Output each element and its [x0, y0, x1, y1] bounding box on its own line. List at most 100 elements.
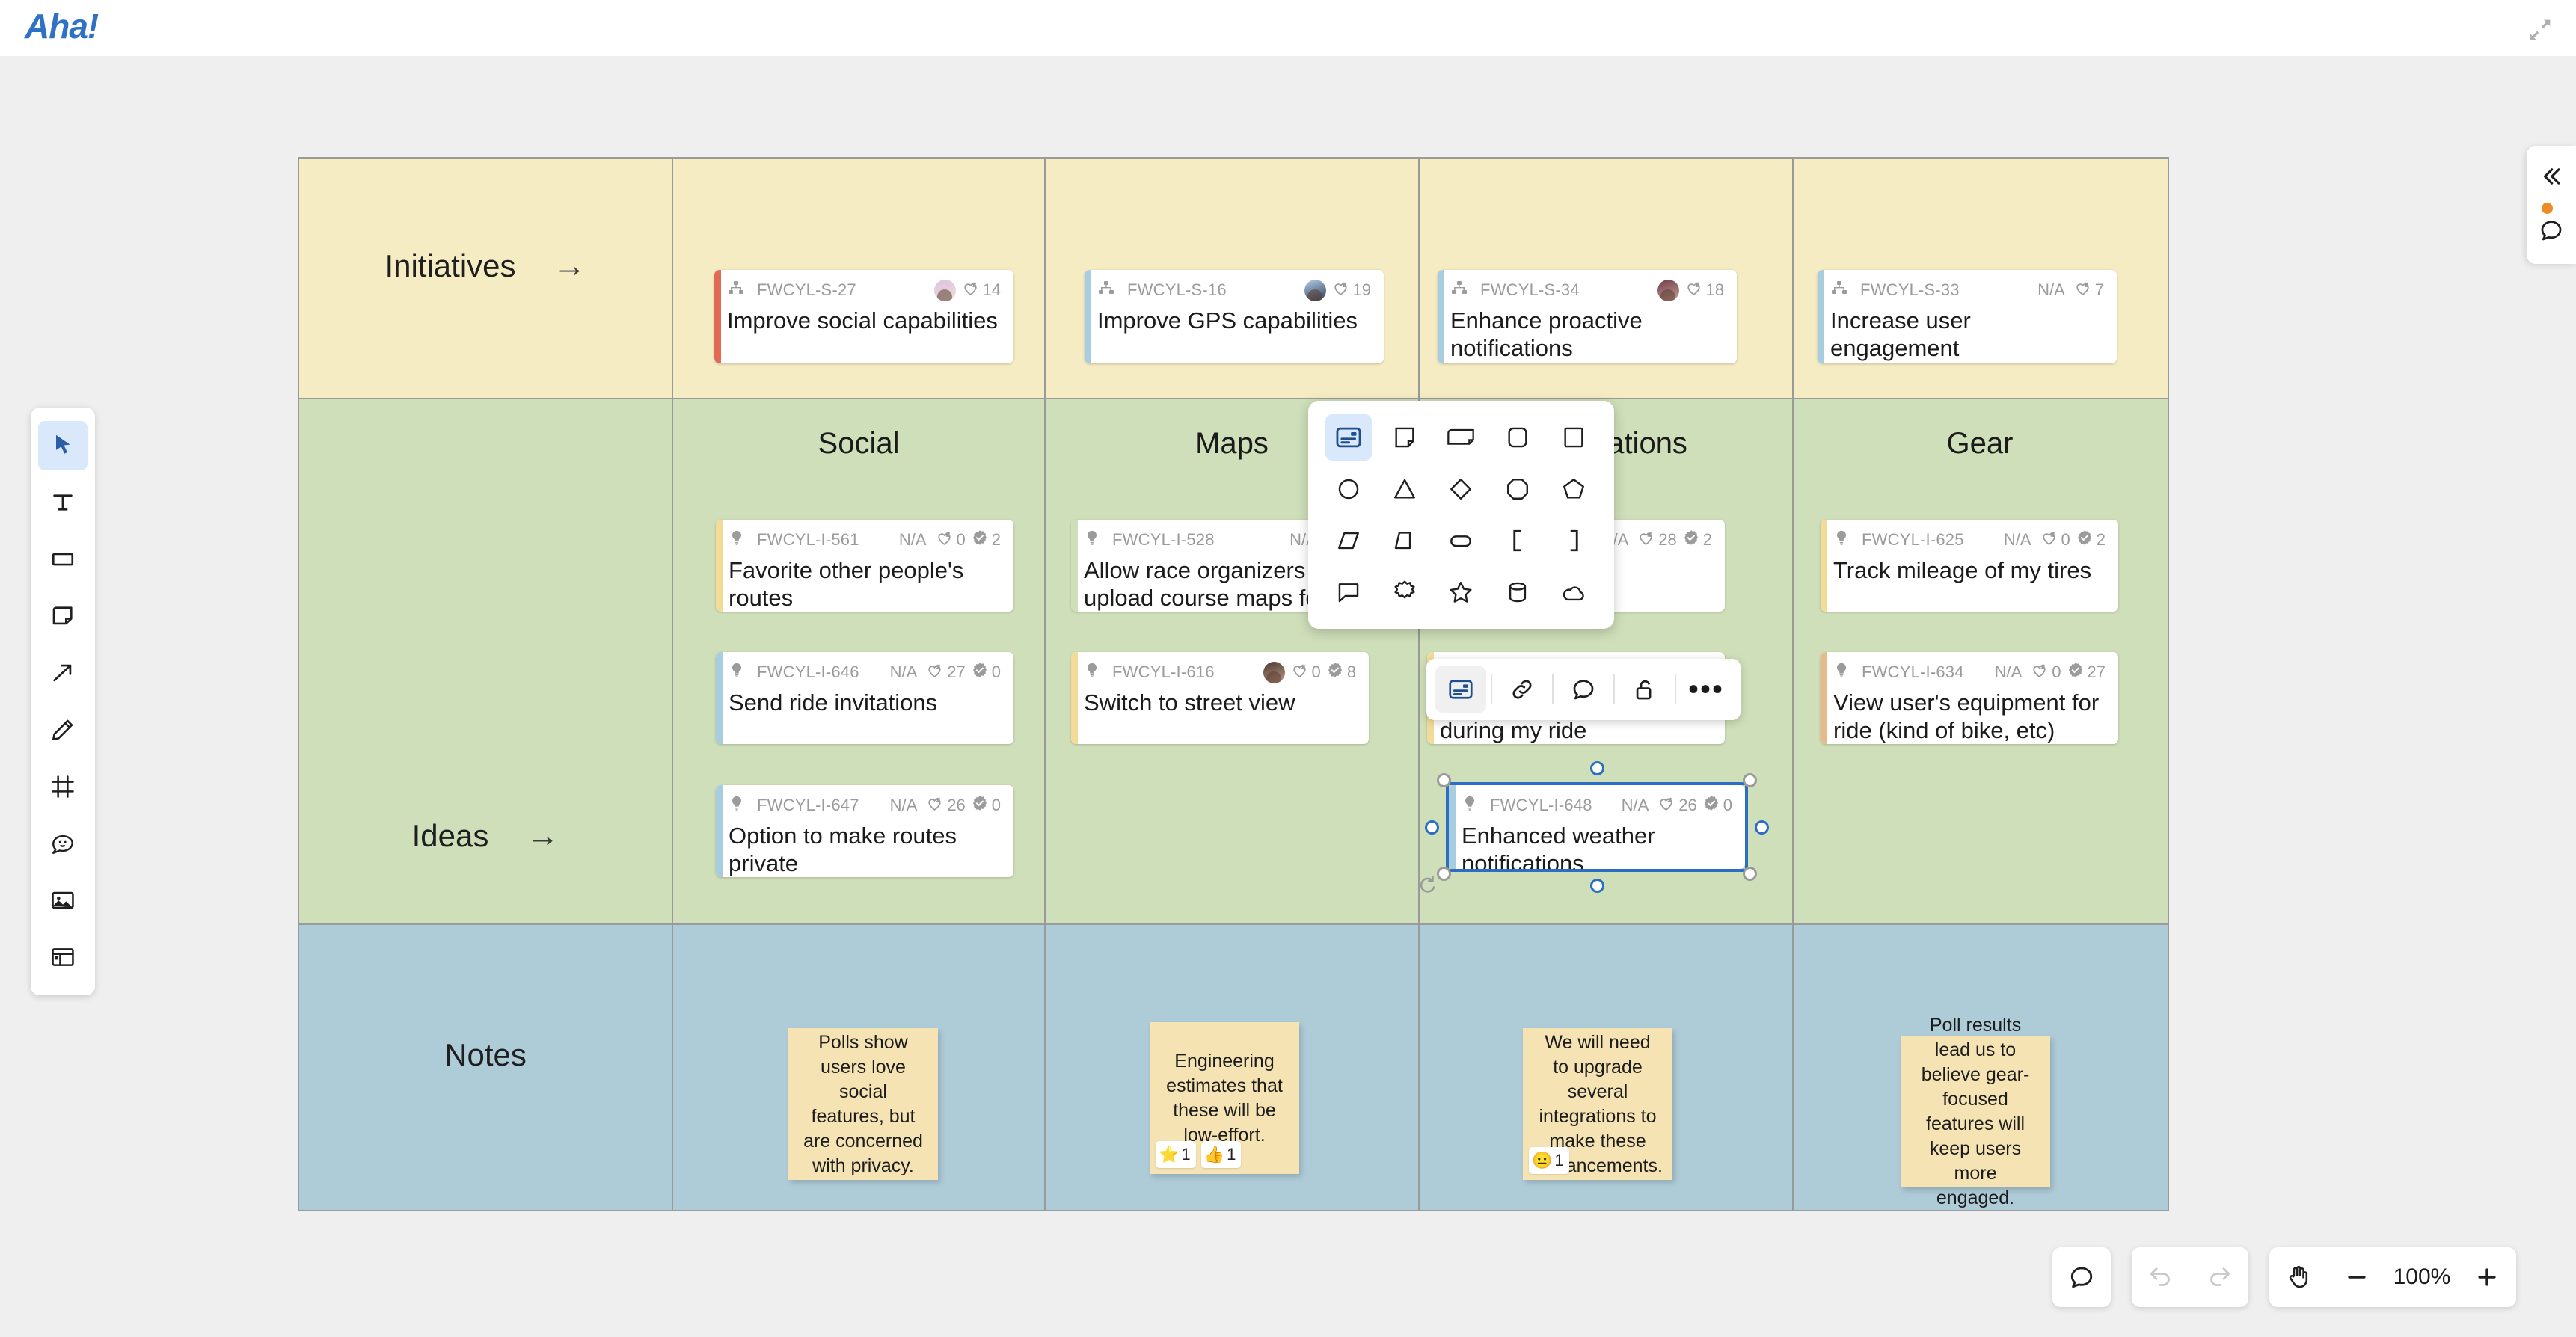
cell-initiatives-maps[interactable]	[1046, 159, 1420, 398]
top-bar: Aha!	[0, 0, 2576, 56]
reaction-badge[interactable]: 👍 1	[1200, 1141, 1242, 1168]
initiative-card[interactable]: FWCYL-S-16 19 Improve GPS capabilities	[1085, 270, 1384, 363]
initiative-card[interactable]: FWCYL-S-34 18 Enhance proactive notifica…	[1438, 270, 1737, 363]
trapezoid-icon[interactable]	[1381, 517, 1428, 564]
sticky-note[interactable]: Engineering estimates that these will be…	[1150, 1022, 1299, 1174]
score-heart-icon	[1684, 279, 1703, 302]
resize-handle-top-right[interactable]	[1743, 773, 1757, 787]
comments-button[interactable]	[2532, 203, 2571, 248]
ellipse-icon[interactable]	[1438, 517, 1484, 564]
score-heart-icon	[2030, 661, 2049, 684]
redo-button[interactable]	[2190, 1247, 2248, 1307]
right-panel[interactable]	[2527, 146, 2576, 264]
zoom-out-button[interactable]	[2328, 1247, 2386, 1307]
resize-handle-top-left[interactable]	[1437, 773, 1451, 787]
avatar[interactable]	[933, 279, 956, 301]
shape-tool[interactable]	[38, 535, 88, 584]
idea-card[interactable]: FWCYL-I-561 N/A 0 2 Favorite other peopl…	[716, 520, 1013, 612]
wide-note-icon[interactable]	[1438, 414, 1484, 461]
pan-button[interactable]	[2269, 1247, 2328, 1307]
speech-bubble-icon[interactable]	[1325, 569, 1372, 615]
link-button[interactable]	[1497, 666, 1548, 713]
card-meta: FWCYL-I-634 N/A 0 27	[1833, 661, 2106, 683]
initiative-card[interactable]: FWCYL-S-33 N/A 7 Increase user engagemen…	[1818, 270, 2117, 363]
cloud-icon[interactable]	[1551, 569, 1597, 615]
avatar[interactable]	[1657, 279, 1679, 301]
card-id: FWCYL-S-16	[1127, 280, 1227, 299]
connector-handle-top[interactable]	[1590, 761, 1604, 775]
rotate-handle[interactable]	[1416, 873, 1438, 896]
idea-card[interactable]: FWCYL-I-616 0 8 Switch to street view	[1071, 652, 1369, 744]
cell-initiatives-social[interactable]	[673, 159, 1046, 398]
lock-button[interactable]	[1619, 666, 1670, 713]
square-icon[interactable]	[1551, 414, 1597, 461]
column-header-social: Social	[818, 427, 900, 460]
collapse-arrows-icon[interactable]	[2525, 15, 2555, 45]
sticky-note[interactable]: Polls show users love social features, b…	[788, 1028, 938, 1180]
shape-picker-popup[interactable]	[1308, 401, 1614, 629]
card-icon[interactable]	[1325, 414, 1372, 461]
cell-initiatives-notifications[interactable]	[1420, 159, 1794, 398]
bracket-right-icon[interactable]	[1551, 517, 1597, 564]
idea-card[interactable]: FWCYL-I-648 N/A 26 0 Enhanced weather no…	[1449, 785, 1745, 869]
idea-card[interactable]: FWCYL-I-625 N/A 0 2 Track mileage of my …	[1821, 520, 2118, 612]
cell-notes-maps[interactable]	[1046, 925, 1420, 1210]
more-options-button[interactable]: •••	[1681, 666, 1732, 713]
context-toolbar[interactable]: •••	[1426, 659, 1741, 720]
comment-button[interactable]	[2052, 1247, 2111, 1307]
circle-icon[interactable]	[1325, 466, 1372, 512]
chevron-double-left-icon[interactable]	[2532, 159, 2571, 194]
draw-tool[interactable]	[38, 705, 88, 754]
image-tool[interactable]	[38, 876, 88, 925]
connector-handle-right[interactable]	[1755, 820, 1769, 835]
frame-tool[interactable]	[38, 762, 88, 811]
cell-notes-notifications[interactable]	[1420, 925, 1794, 1210]
card-meta: FWCYL-I-561 N/A 0 2	[729, 529, 1001, 551]
octagon-icon[interactable]	[1494, 466, 1541, 512]
star-icon[interactable]	[1438, 569, 1484, 615]
idea-card[interactable]: FWCYL-I-634 N/A 0 27 View user's equipme…	[1821, 652, 2118, 744]
aha-logo[interactable]: Aha!	[25, 7, 99, 46]
diamond-icon[interactable]	[1438, 466, 1484, 512]
whiteboard-canvas[interactable]: Initiatives → Ideas → Socia	[0, 56, 2576, 1337]
column-header-gear: Gear	[1946, 427, 2014, 460]
cell-ideas-gear[interactable]: Gear	[1794, 399, 2166, 923]
template-tool[interactable]	[38, 932, 88, 982]
shape-style-button[interactable]	[1435, 666, 1486, 713]
connector-tool[interactable]	[38, 648, 88, 698]
reaction-badge[interactable]: 😐 1	[1529, 1147, 1569, 1174]
sticky-note-tool[interactable]	[38, 591, 88, 641]
text-tool[interactable]	[38, 478, 88, 527]
avatar[interactable]	[1304, 279, 1326, 301]
avatar[interactable]	[1263, 661, 1285, 683]
sticker-tool[interactable]	[38, 819, 88, 868]
select-tool[interactable]	[38, 421, 88, 470]
sticky-note[interactable]: Poll results lead us to believe gear-foc…	[1901, 1015, 2050, 1208]
resize-handle-bottom-right[interactable]	[1743, 867, 1757, 881]
bracket-left-icon[interactable]	[1494, 517, 1541, 564]
zoom-level[interactable]: 100%	[2393, 1264, 2451, 1289]
idea-card[interactable]: FWCYL-I-646 N/A 27 0 Send ride invitatio…	[716, 652, 1013, 744]
resize-handle-bottom-left[interactable]	[1437, 867, 1451, 881]
burst-icon[interactable]	[1381, 569, 1428, 615]
undo-button[interactable]	[2132, 1247, 2190, 1307]
cell-ideas-social[interactable]: Social	[673, 399, 1046, 923]
left-toolbar[interactable]	[31, 408, 95, 995]
rounded-square-icon[interactable]	[1494, 414, 1541, 461]
reaction-badge[interactable]: ⭐ 1	[1156, 1141, 1196, 1168]
triangle-icon[interactable]	[1381, 466, 1428, 512]
connector-handle-left[interactable]	[1425, 820, 1439, 835]
cylinder-icon[interactable]	[1494, 569, 1541, 615]
note-icon[interactable]	[1381, 414, 1428, 461]
zoom-in-button[interactable]	[2458, 1247, 2516, 1307]
card-color-bar	[1085, 270, 1091, 363]
connector-handle-bottom[interactable]	[1590, 879, 1604, 893]
cell-ideas-maps[interactable]: Maps	[1046, 399, 1420, 923]
idea-card[interactable]: FWCYL-I-647 N/A 26 0 Option to make rout…	[716, 785, 1013, 877]
sticky-note[interactable]: We will need to upgrade several integrat…	[1523, 1028, 1672, 1180]
pentagon-icon[interactable]	[1551, 466, 1597, 512]
initiative-card[interactable]: FWCYL-S-27 14 Improve social capabilitie…	[714, 270, 1013, 363]
cell-notes-social[interactable]	[673, 925, 1046, 1210]
comment-button[interactable]	[1558, 666, 1609, 713]
parallelogram-icon[interactable]	[1325, 517, 1372, 564]
